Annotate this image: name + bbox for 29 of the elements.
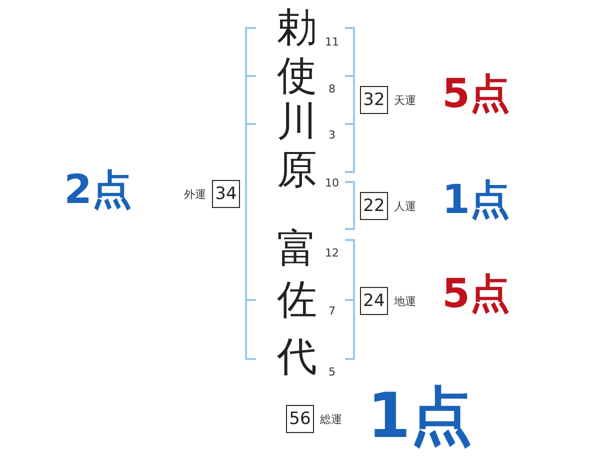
name-character: 使 [277, 56, 317, 96]
stroke-count: 12 [325, 248, 339, 258]
boxed-number: 32 [360, 86, 388, 114]
score-text: 1点 [367, 385, 473, 447]
name-character: 代 [277, 337, 317, 377]
boxed-number: 56 [286, 405, 314, 433]
stroke-count: 10 [325, 178, 339, 188]
name-character: 佐 [277, 280, 317, 320]
stroke-count: 11 [325, 36, 339, 48]
name-character: 富 [277, 229, 317, 269]
stroke-count: 3 [328, 130, 336, 140]
stroke-count: 5 [328, 366, 336, 378]
fortune-label: 外運 [184, 188, 206, 200]
fortune-label: 人運 [394, 200, 416, 212]
score-text: 1点 [442, 180, 510, 220]
name-character: 原 [277, 150, 317, 190]
score-text: 2点 [64, 170, 132, 210]
stroke-count: 8 [328, 84, 336, 94]
fortune-label: 天運 [394, 94, 416, 106]
score-text: 5点 [442, 74, 510, 114]
fortune-label: 総運 [320, 414, 342, 424]
boxed-number: 34 [212, 180, 240, 208]
name-character: 勅 [277, 8, 317, 48]
score-text: 5点 [442, 274, 510, 314]
boxed-number: 22 [360, 192, 388, 220]
stroke-count: 7 [328, 306, 336, 316]
boxed-number: 24 [360, 287, 388, 315]
fortune-label: 地運 [394, 296, 416, 306]
name-character: 川 [277, 102, 317, 142]
